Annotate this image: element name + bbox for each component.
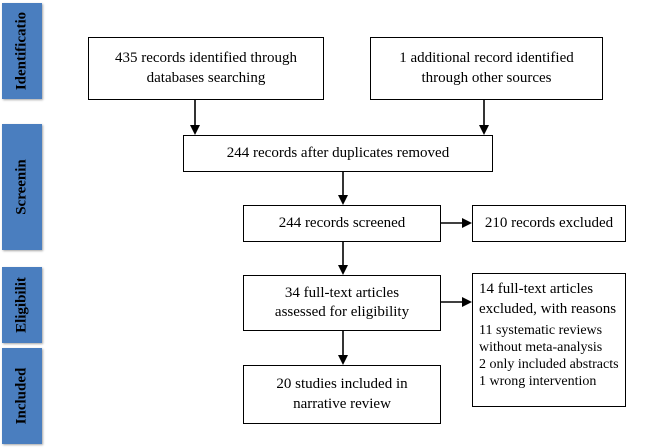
box-studies-included: 20 studies included in narrative review xyxy=(243,365,441,424)
box-studies-included-text: 20 studies included in narrative review xyxy=(276,376,408,412)
exclusion-reason-item: 2 only included abstracts xyxy=(479,357,619,373)
box-fulltext-assessed-text: 34 full-text articles assessed for eligi… xyxy=(274,284,410,321)
stage-eligibility-tab: Eligibilit xyxy=(2,267,42,343)
box-records-excluded-text: 210 records excluded xyxy=(484,214,614,231)
box-records-screened-text: 244 records screened xyxy=(278,214,406,231)
stage-screening-tab: Screenin xyxy=(2,124,42,250)
box-database-records-text: 435 records identified through databases… xyxy=(114,50,298,86)
box-records-screened: 244 records screened xyxy=(243,205,441,242)
exclusion-reason-item: 11 systematic reviews without meta-analy… xyxy=(479,323,603,356)
box-database-records: 435 records identified through databases… xyxy=(88,37,324,100)
fulltext-excluded-heading: 14 full-text articles excluded, with rea… xyxy=(479,281,617,317)
box-other-sources-text: 1 additional record identified through o… xyxy=(399,50,574,86)
stage-identification-tab: Identificatio xyxy=(2,3,42,99)
box-after-duplicates: 244 records after duplicates removed xyxy=(183,135,493,172)
exclusion-reason-item: 1 wrong intervention xyxy=(479,374,597,390)
stage-included-tab: Included xyxy=(2,348,42,444)
box-fulltext-assessed: 34 full-text articles assessed for eligi… xyxy=(243,275,441,331)
box-other-sources: 1 additional record identified through o… xyxy=(370,37,603,100)
box-after-duplicates-text: 244 records after duplicates removed xyxy=(226,144,450,161)
box-fulltext-excluded: 14 full-text articles excluded, with rea… xyxy=(472,273,626,407)
box-records-excluded: 210 records excluded xyxy=(472,205,626,242)
